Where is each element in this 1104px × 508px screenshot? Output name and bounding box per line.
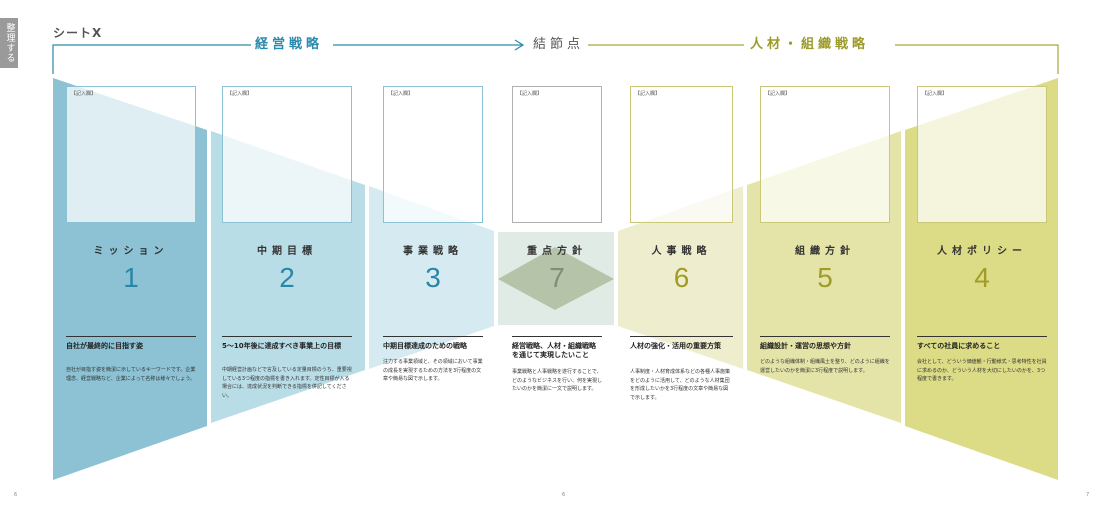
column-subtitle: 自社が最終的に目指す姿 <box>66 342 143 350</box>
column-title: 事業戦略 <box>403 246 463 257</box>
divider <box>383 336 483 337</box>
divider <box>917 336 1047 337</box>
page-number-left: 6 <box>14 492 18 498</box>
column-number: 5 <box>817 262 833 293</box>
column-description: 人事制度・人材育成体系などの各種人事施策をどのように活用して、どのような人材集団… <box>630 369 731 401</box>
column-title: ミッション <box>93 246 169 257</box>
entry-box[interactable]: 【記入欄】 <box>66 86 196 223</box>
entry-box-label: 【記入欄】 <box>227 91 253 97</box>
entry-box-label: 【記入欄】 <box>765 91 791 97</box>
header-management-strategy: 経営戦略 <box>251 38 328 52</box>
header-nodal-point: 結節点 <box>529 38 589 52</box>
entry-box-label: 【記入欄】 <box>71 91 97 97</box>
entry-box[interactable]: 【記入欄】 <box>760 86 890 223</box>
entry-box[interactable]: 【記入欄】 <box>383 86 483 223</box>
divider <box>222 336 352 337</box>
column-title: 組織方針 <box>795 246 855 257</box>
sheet-title: シートX <box>53 26 103 40</box>
column-number: 4 <box>974 262 990 293</box>
entry-box[interactable]: 【記入欄】 <box>917 86 1047 223</box>
column-number: 1 <box>123 262 139 293</box>
column-description: どのような組織体制・組織風土を整り、どのように組織を運営したいのかを簡潔に3行程… <box>760 359 890 374</box>
column-subtitle: 中期目標達成のための戦略 <box>383 342 467 350</box>
divider <box>760 336 890 337</box>
divider <box>630 336 733 337</box>
page-number-center: 6 <box>562 492 566 498</box>
page-number-right: 7 <box>1086 492 1090 498</box>
column-subtitle: 人材の強化・活用の重要方策 <box>630 342 721 350</box>
column-title: 人材ポリシー <box>937 246 1027 257</box>
column-title: 人事戦略 <box>651 246 712 257</box>
header-hr-strategy: 人材・組織戦略 <box>746 38 874 52</box>
column-description: 注力する事業領域と、その領域において事業の成長を実現するための方法を3行程度の文… <box>383 359 483 382</box>
column-subtitle: 経営戦略、人材・組織戦略を通じて実現したいこと <box>512 342 596 359</box>
column-number: 7 <box>549 262 565 293</box>
entry-box[interactable]: 【記入欄】 <box>512 86 602 223</box>
section-7-diamond <box>498 247 614 310</box>
column-subtitle: すべての社員に求めること <box>917 342 1001 350</box>
column-description: 事業戦略と人事戦略を遂行することで、どのようなビジネスを行い、何を実現したいのか… <box>512 369 603 392</box>
divider <box>512 336 602 337</box>
column-number: 2 <box>279 262 295 293</box>
entry-box-label: 【記入欄】 <box>922 91 948 97</box>
side-tab[interactable]: 整理する <box>0 18 18 68</box>
column-description: 会社として、どういう価値観・行動様式・思考特性を社員に求めるのか、どういう人材を… <box>917 359 1047 382</box>
section-6-shape <box>618 186 743 369</box>
column-subtitle: 組織設計・運営の思想や方針 <box>760 342 851 350</box>
column-subtitle: 5〜10年後に達成すべき事業上の目標 <box>222 342 342 350</box>
entry-box-label: 【記入欄】 <box>388 91 414 97</box>
column-title: 中期目標 <box>257 246 317 257</box>
entry-box-label: 【記入欄】 <box>517 91 543 97</box>
entry-box[interactable]: 【記入欄】 <box>222 86 352 223</box>
column-number: 3 <box>425 262 441 293</box>
column-number: 6 <box>673 262 690 293</box>
section-3-shape <box>369 186 494 369</box>
header-bracket <box>52 39 525 74</box>
entry-box-label: 【記入欄】 <box>635 91 661 97</box>
column-description: 自社が目指す姿を簡潔に示しているキーワードです。企業理念、経営戦略など、企業によ… <box>66 367 196 382</box>
column-title: 重点方針 <box>527 246 587 257</box>
divider <box>66 336 196 337</box>
column-description: 中期経営計画などで言及している定量目標のうち、重要視している3つ程度の指標を書き… <box>222 367 352 399</box>
entry-box[interactable]: 【記入欄】 <box>630 86 733 223</box>
